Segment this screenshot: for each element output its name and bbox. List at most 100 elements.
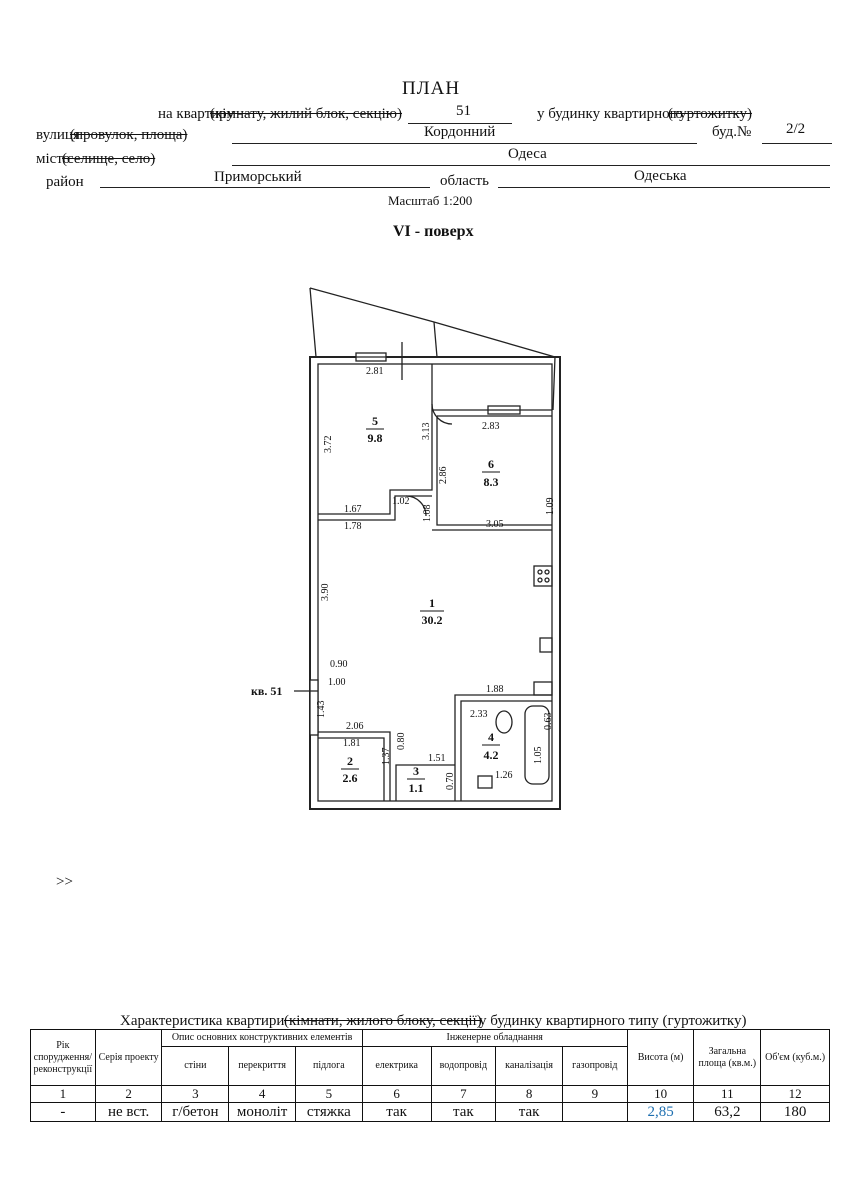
page-marker: >>	[56, 874, 73, 890]
value-sewer: так	[495, 1102, 563, 1122]
dim-label: 2.83	[482, 421, 500, 432]
value-electric: так	[361, 1102, 432, 1122]
column-number: 7	[430, 1085, 497, 1103]
room-5-area: 9.8	[368, 431, 383, 445]
street-value: Кордонний	[424, 124, 496, 140]
value-series: не вст.	[94, 1102, 163, 1122]
building-type-struck: (гуртожитку)	[668, 106, 752, 122]
room-2-area: 2.6	[343, 771, 358, 785]
column-number: 1	[30, 1085, 96, 1103]
dim-label: 1.00	[328, 677, 346, 688]
street-label: вулиця	[36, 127, 80, 143]
room-3-area: 1.1	[409, 781, 424, 795]
apartment-entrance-label: кв. 51	[251, 684, 282, 698]
header-electric: електрика	[361, 1046, 432, 1086]
header-engineering: Інженерне обладнання	[361, 1029, 628, 1047]
dim-label: 3.72	[323, 436, 334, 454]
header-year: Рік спорудження/ реконструкції	[30, 1029, 96, 1086]
dim-label: 2.33	[470, 709, 488, 720]
dim-label: 1.02	[392, 496, 410, 507]
dim-label: 2.86	[438, 467, 449, 485]
column-number: 11	[693, 1085, 762, 1103]
column-number: 10	[626, 1085, 695, 1103]
building-type-label: у будинку квартирного	[537, 106, 683, 122]
room-6-area: 8.3	[484, 475, 499, 489]
dim-label: 1.05	[533, 747, 544, 765]
dim-label: 2.81	[366, 366, 384, 377]
room-4-area: 4.2	[484, 748, 499, 762]
room-1-number: 1	[429, 596, 435, 610]
column-number: 4	[228, 1085, 296, 1103]
dim-label: 3.05	[486, 519, 504, 530]
column-number: 5	[294, 1085, 363, 1103]
column-number: 8	[495, 1085, 563, 1103]
value-floor: стяжка	[294, 1102, 363, 1122]
floor-label: VI - поверх	[393, 223, 474, 240]
city-value: Одеса	[508, 146, 547, 162]
dim-label: 1.88	[486, 684, 504, 695]
dim-label: 2.06	[346, 721, 364, 732]
dim-label: 0.63	[543, 713, 554, 731]
dim-label: 1.08	[422, 505, 433, 523]
plan-title: ПЛАН	[402, 78, 461, 99]
dim-label: 3.90	[320, 584, 331, 602]
building-number-value: 2/2	[786, 121, 806, 137]
region-value: Одеська	[634, 168, 687, 184]
dim-label: 1.51	[428, 753, 446, 764]
city-struck-alternatives: (селище, село)	[62, 151, 156, 167]
room-6-number: 6	[488, 457, 494, 471]
plan-dimensions: 2.81 3.72 3.13 2.83 2.86 1.09 1.67 1.02 …	[316, 366, 556, 790]
apartment-number: 51	[456, 103, 471, 119]
room-4-number: 4	[488, 730, 494, 744]
dim-label: 0.70	[445, 773, 456, 791]
room-1-area: 30.2	[422, 613, 443, 627]
column-number: 9	[561, 1085, 628, 1103]
room-5-number: 5	[372, 414, 378, 428]
dim-label: 1.37	[381, 748, 392, 766]
apartment-struck-alternatives: (кімнату, жилий блок, секцію)	[210, 106, 402, 122]
header-area: Загальна площа (кв.м.)	[693, 1029, 762, 1086]
value-floors-ceiling: моноліт	[228, 1102, 296, 1122]
street-struck-alternatives: (провулок, площа)	[70, 127, 188, 143]
dim-label: 1.67	[344, 504, 362, 515]
column-number: 12	[760, 1085, 830, 1103]
header-sewer: каналізація	[495, 1046, 563, 1086]
dim-label: 3.13	[421, 423, 432, 441]
header-gas: газопровід	[561, 1046, 628, 1086]
district-value: Приморський	[214, 169, 302, 185]
dim-label: 0.80	[396, 733, 407, 751]
header-walls: стіни	[161, 1046, 230, 1086]
column-number: 6	[361, 1085, 432, 1103]
header-floors-ceiling: перекриття	[228, 1046, 296, 1086]
column-number: 2	[94, 1085, 163, 1103]
value-walls: г/бетон	[161, 1102, 230, 1122]
apartment-prefix-label: на квартиру	[158, 106, 234, 122]
header-floor: підлога	[294, 1046, 363, 1086]
characteristics-table: Рік спорудження/ реконструкції Серія про…	[30, 1029, 830, 1122]
header-series: Серія проекту	[94, 1029, 163, 1086]
value-height: 2,85	[626, 1102, 695, 1122]
building-number-label: буд.№	[712, 124, 752, 140]
value-year: -	[30, 1102, 96, 1122]
region-label: область	[440, 173, 489, 189]
city-label: місто	[36, 151, 71, 167]
dim-label: 1.81	[343, 738, 361, 749]
dim-label: 1.26	[495, 770, 513, 781]
header-volume: Об'єм (куб.м.)	[760, 1029, 830, 1086]
dim-label: 1.78	[344, 521, 362, 532]
characteristics-caption-prefix: Характеристика квартири	[120, 1013, 285, 1029]
dim-label: 1.43	[316, 701, 327, 719]
characteristics-caption-struck: (кімнати, жилого блоку, секції)	[284, 1013, 482, 1029]
column-number: 3	[161, 1085, 230, 1103]
room-3-number: 3	[413, 764, 419, 778]
characteristics-caption-suffix: у будинку квартирного типу (гуртожитку)	[479, 1013, 747, 1029]
header-structures: Опис основних конструктивних елементів	[161, 1029, 363, 1047]
value-water: так	[430, 1102, 497, 1122]
header-water: водопровід	[430, 1046, 497, 1086]
dim-label: 1.09	[545, 498, 556, 516]
value-gas	[561, 1102, 628, 1122]
header-height: Висота (м)	[626, 1029, 695, 1086]
scale-label: Масштаб 1:200	[388, 193, 473, 208]
value-area: 63,2	[693, 1102, 762, 1122]
